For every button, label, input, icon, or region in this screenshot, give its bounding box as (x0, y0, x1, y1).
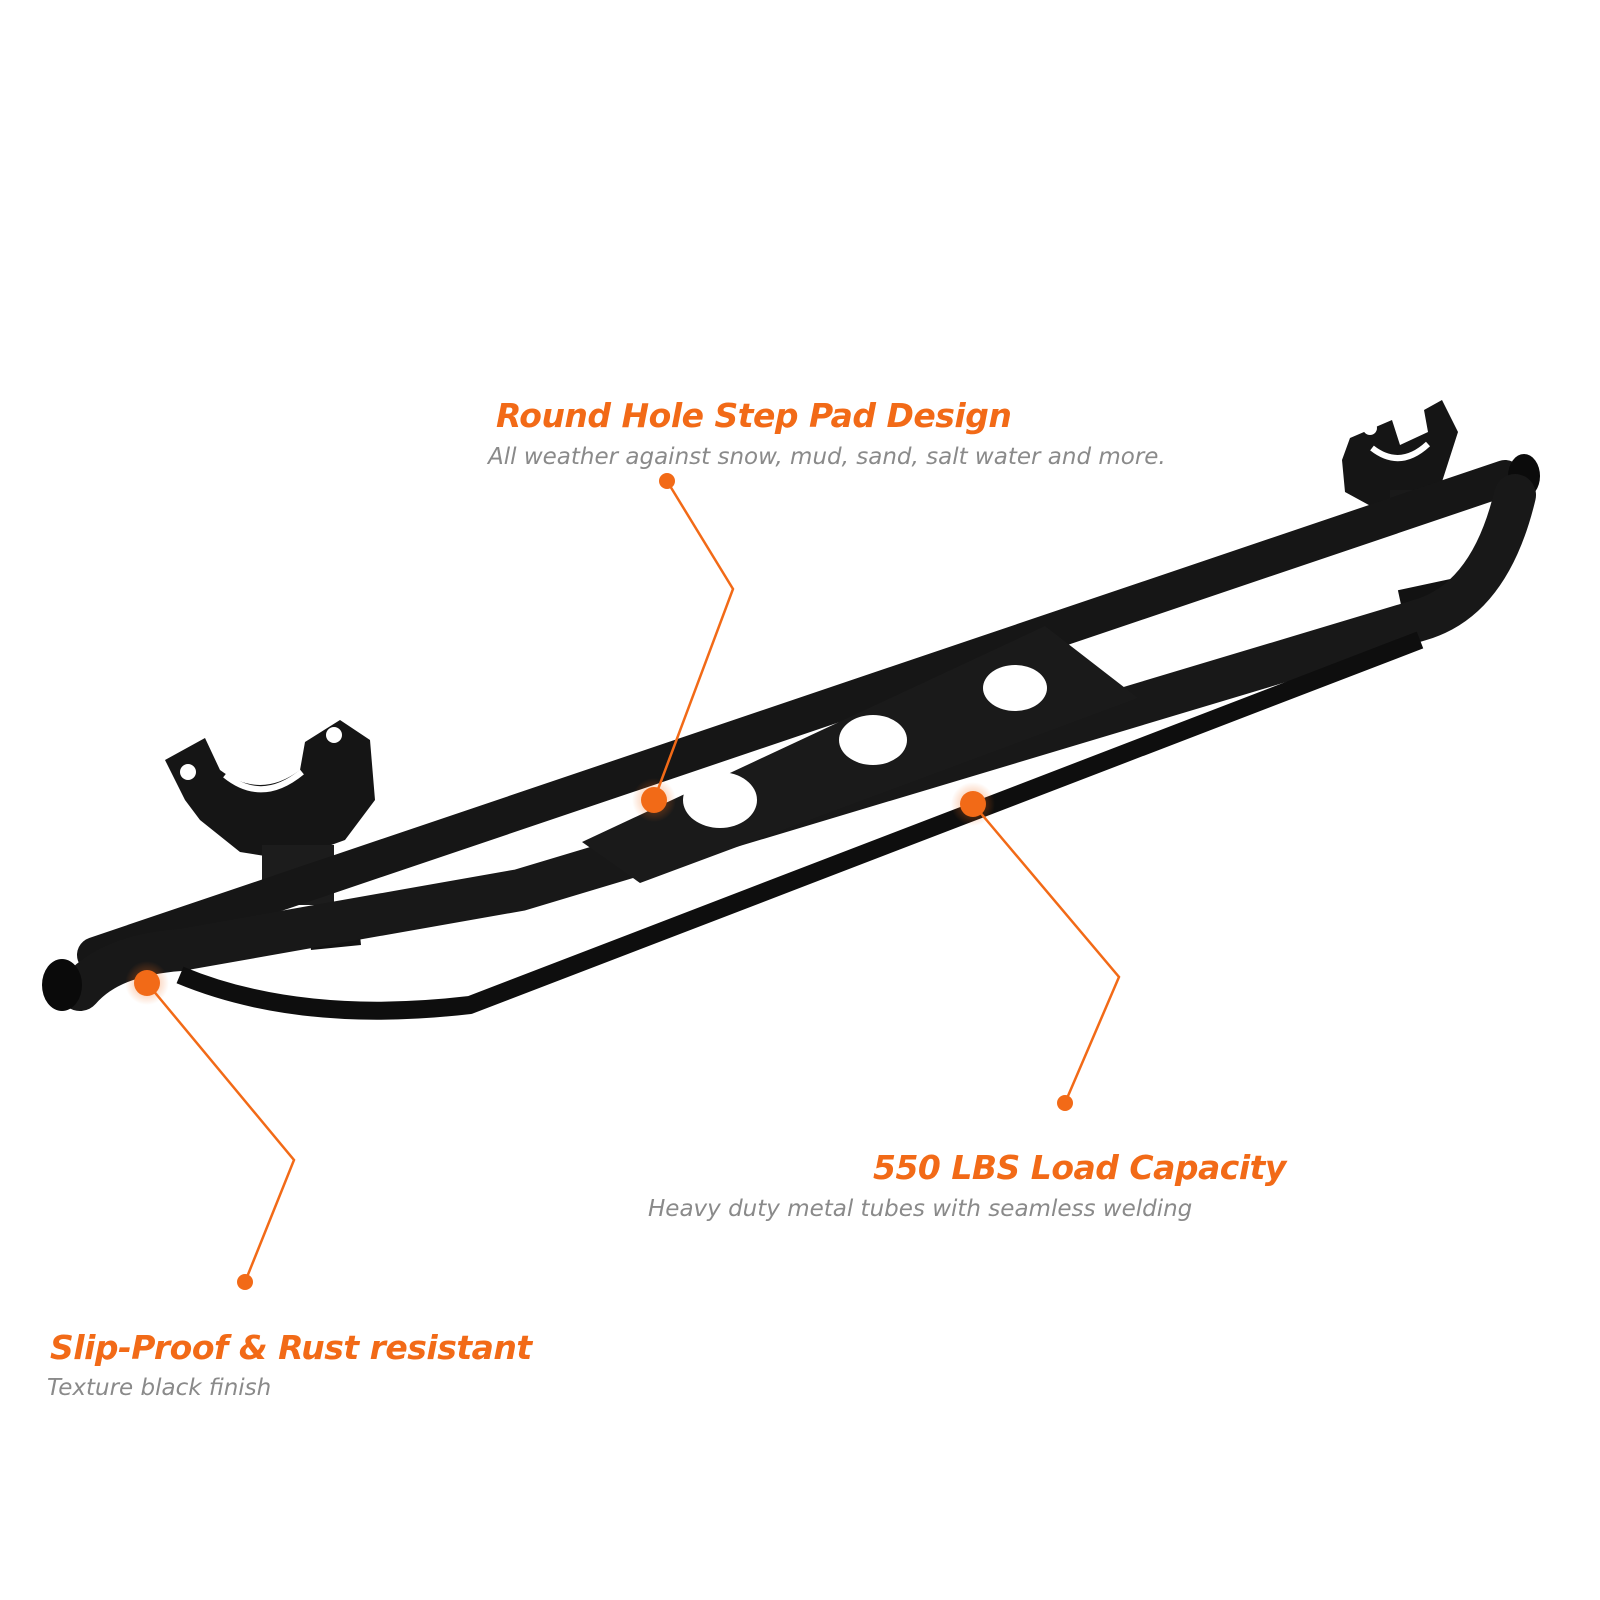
step-pad-leader-line (652, 480, 735, 801)
finish-subtitle: Texture black finish (47, 1375, 272, 1401)
load-leader-line (972, 803, 1121, 1104)
front-tube (59, 474, 1536, 1011)
finish-marker (125, 961, 253, 1290)
step-pad-title: Round Hole Step Pad Design (496, 396, 1012, 435)
load-title: 550 LBS Load Capacity (873, 1148, 1286, 1187)
load-marker (951, 782, 1073, 1111)
finish-leader-line (146, 982, 296, 1283)
step-pad-subtitle: All weather against snow, mud, sand, sal… (488, 444, 1166, 470)
rear-tube (77, 460, 1523, 973)
finish-title: Slip-Proof & Rust resistant (50, 1328, 532, 1367)
step-pad-plate (582, 626, 1138, 883)
step-pad-marker (632, 473, 676, 822)
load-subtitle: Heavy duty metal tubes with seamless wel… (648, 1196, 1193, 1222)
